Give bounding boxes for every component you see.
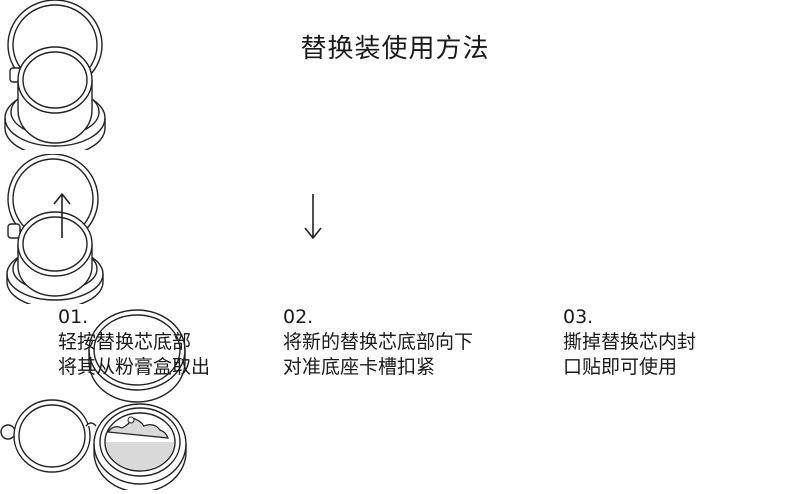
step-1: 01. 轻按替换芯底部 将其从粉膏盒取出 [0, 0, 790, 378]
step-instruction-line-1: 轻按替换芯底部 [58, 331, 192, 353]
step-instruction-line-2: 对准底座卡槽扣紧 [283, 356, 436, 378]
step-number: 03. [563, 306, 594, 328]
step-2: 02. 将新的替换芯底部向下 对准底座卡槽扣紧 [0, 153, 790, 378]
step-number: 01. [58, 306, 89, 328]
step-instruction-line-2: 将其从粉膏盒取出 [58, 356, 211, 378]
compact-illustration-1 [4, 0, 106, 157]
up-arrow-icon [53, 192, 71, 238]
step-number: 02. [283, 306, 314, 328]
page-title: 替换装使用方法 [300, 34, 490, 64]
step-instruction-line-2: 口贴即可使用 [563, 356, 678, 378]
down-arrow-icon [304, 194, 322, 240]
step-instruction-line-1: 撕掉替换芯内封 [563, 331, 697, 353]
compact-illustration-2 [6, 153, 104, 309]
step-instruction-line-1: 将新的替换芯底部向下 [283, 331, 474, 353]
